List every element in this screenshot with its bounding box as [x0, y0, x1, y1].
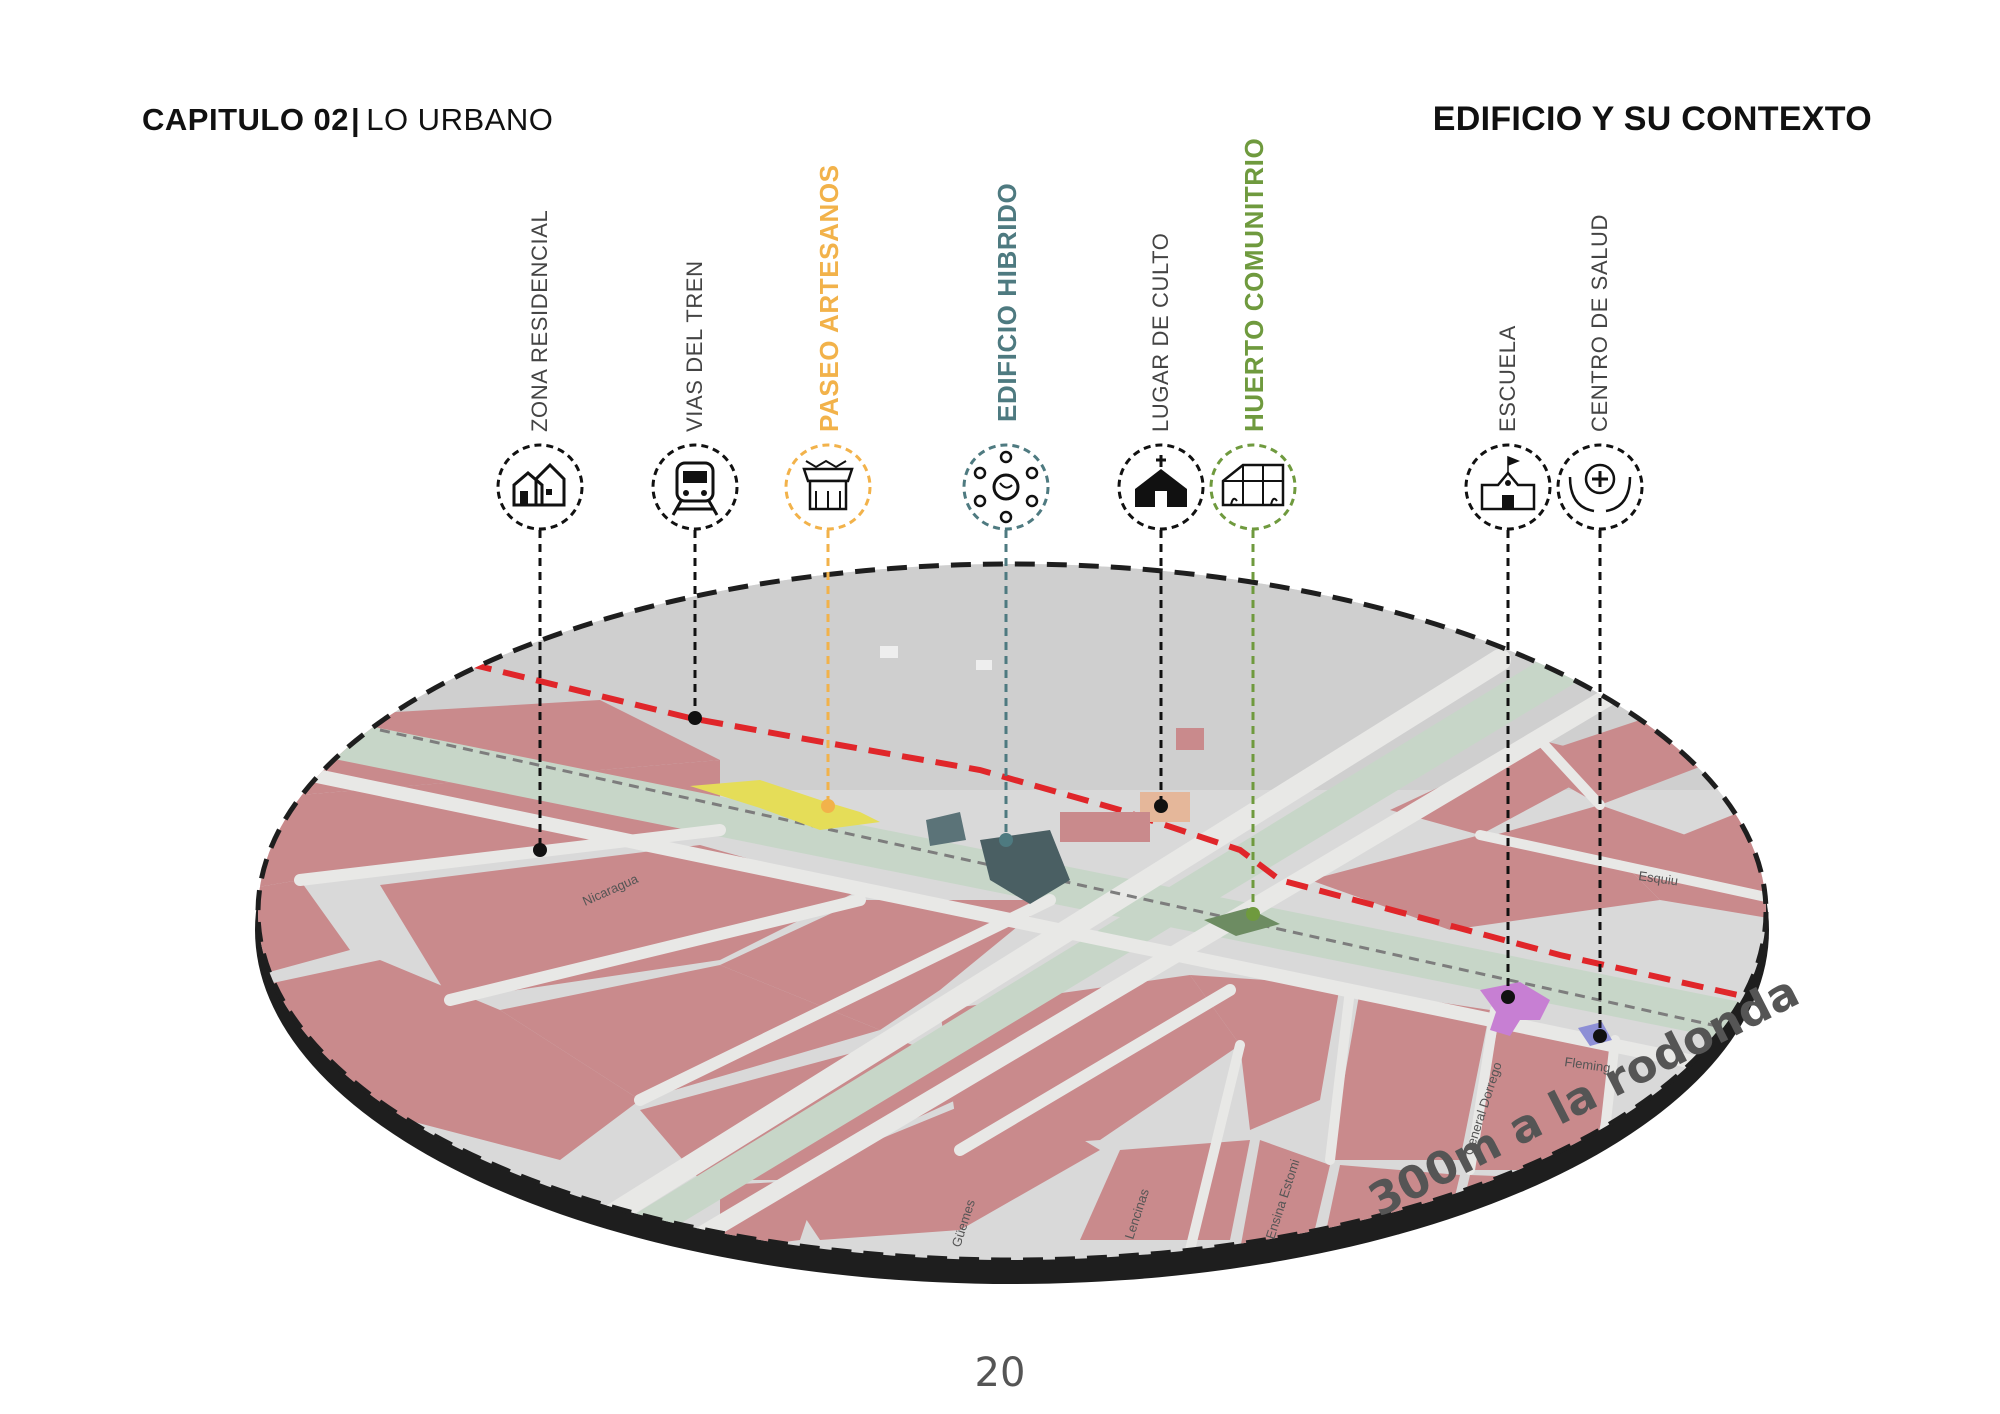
label-huerto-comunitrio: HUERTO COMUNITRIO	[1239, 137, 1269, 432]
school-icon	[1464, 443, 1552, 531]
church-icon	[1117, 443, 1205, 531]
edificio-hibrido-building	[926, 812, 966, 846]
street-label-fleming: Fleming	[1564, 1054, 1612, 1075]
vacant-building	[880, 646, 898, 658]
label-vias-del-tren: VIAS DEL TREN	[682, 260, 707, 432]
church-plot	[1060, 812, 1150, 842]
chapter-topic: LO URBANO	[366, 102, 554, 137]
leader-lines	[538, 530, 1602, 1034]
escuela-building	[1480, 982, 1550, 1036]
diagonal-green-boulevard	[560, 660, 1580, 1260]
chapter-heading: CAPITULO 02|LO URBANO	[142, 102, 553, 138]
paseo-artesanos-area	[690, 780, 880, 830]
houses-icon	[496, 443, 584, 531]
church-plot-small	[1176, 728, 1204, 750]
huerto-site	[1204, 908, 1280, 936]
label-paseo-artesanos: PASEO ARTESANOS	[814, 164, 844, 432]
page-number: 20	[974, 1350, 1026, 1396]
label-zona-residencial: ZONA RESIDENCIAL	[527, 209, 552, 432]
label-escuela: ESCUELA	[1495, 325, 1520, 432]
page-title: EDIFICIO Y SU CONTEXTO	[1432, 100, 1872, 138]
edificio-hibrido-building-main	[980, 830, 1070, 904]
disc-outline	[255, 561, 1769, 1263]
vacant-building	[976, 660, 992, 670]
chapter-separator: |	[351, 102, 361, 137]
market-stall-icon	[784, 443, 872, 531]
train-icon	[651, 443, 739, 531]
red-boundary-line	[469, 661, 1761, 1003]
roads	[258, 649, 1766, 1260]
label-edificio-hibrido: EDIFICIO HIBRIDO	[992, 182, 1022, 422]
street-label-esquiu: Esquiu	[1638, 868, 1679, 888]
network-hub-icon	[962, 443, 1050, 531]
leader-points	[533, 711, 1607, 1043]
chapter-number: CAPITULO 02	[142, 102, 350, 137]
health-hands-icon	[1556, 443, 1644, 531]
label-lugar-de-culto: LUGAR DE CULTO	[1148, 232, 1173, 432]
greenhouse-icon	[1209, 443, 1297, 531]
rail-track-line	[379, 728, 1766, 1042]
label-centro-de-salud: CENTRO DE SALUD	[1587, 213, 1612, 432]
